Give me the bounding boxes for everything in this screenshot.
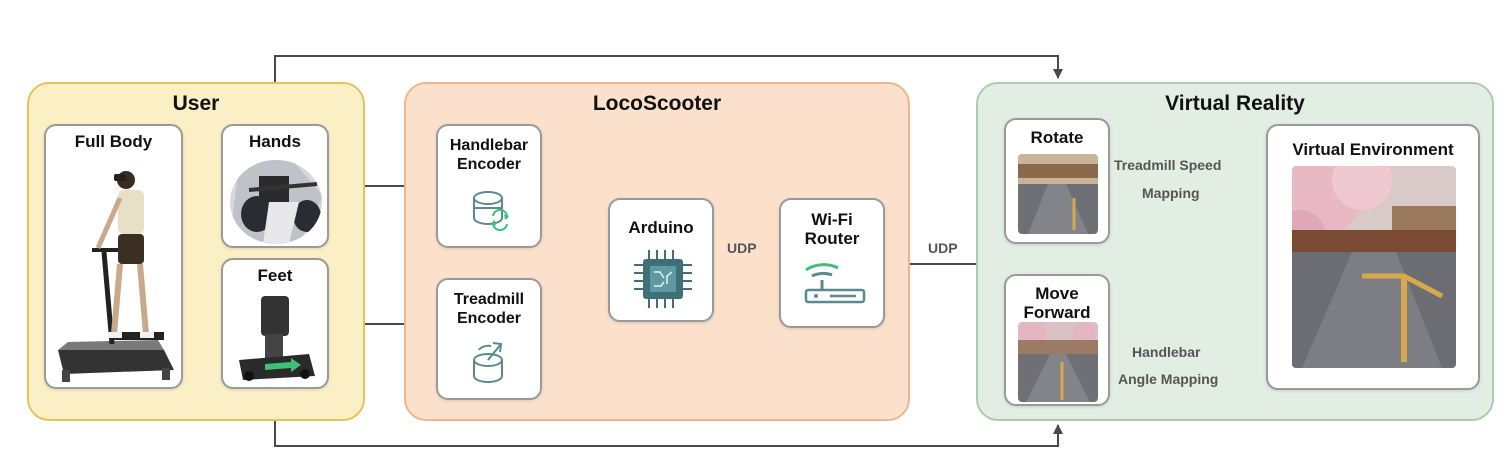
full-body-label: Full Body: [74, 132, 153, 151]
treadmill-speed-mapping-line2: Mapping: [1142, 185, 1200, 201]
wifi-router-card: Wi-Fi Router: [779, 198, 885, 328]
hands-label: Hands: [249, 132, 301, 151]
arduino-label: Arduino: [628, 218, 694, 237]
user-panel-title: User: [172, 92, 220, 115]
virtual-environment-card: Virtual Environment: [1266, 124, 1480, 390]
handlebar-angle-mapping-line2: Angle Mapping: [1118, 371, 1219, 387]
udp-label-1: UDP: [727, 240, 757, 256]
feet-photo: [239, 296, 315, 381]
feet-card: Feet: [221, 258, 329, 389]
udp-label-2: UDP: [928, 240, 958, 256]
treadmill-speed-mapping-line1: Treadmill Speed: [1114, 157, 1222, 173]
handlebar-angle-mapping-line1: Handlebar: [1132, 344, 1201, 360]
feet-label: Feet: [257, 266, 293, 285]
microchip-icon: [634, 250, 692, 308]
virtual-reality-panel-title: Virtual Reality: [1165, 92, 1305, 115]
hands-card: Hands: [221, 124, 329, 248]
treadmill-encoder-card: Treadmill Encoder: [436, 278, 542, 400]
handlebar-encoder-card: Handlebar Encoder: [436, 124, 542, 248]
virtual-environment-label: Virtual Environment: [1292, 140, 1454, 159]
scooter-rider-photo: [58, 171, 174, 382]
rotary-encoder-icon: [473, 191, 509, 232]
linear-encoder-icon: [473, 342, 503, 383]
virtual-environment-image: [1292, 166, 1456, 368]
treadmill-encoder-label: Treadmill Encoder: [453, 291, 525, 327]
handlebar-encoder-label: Handlebar Encoder: [449, 137, 529, 173]
move-forward-card: Move Forward: [1004, 274, 1110, 406]
hands-photo: [230, 160, 322, 244]
locoscooter-panel-title: LocoScooter: [592, 92, 722, 115]
arduino-card: Arduino: [608, 198, 714, 322]
move-forward-label: Move Forward: [1023, 284, 1091, 322]
rotate-card: Rotate: [1004, 118, 1110, 244]
bottom-bypass-arrow: [274, 421, 1063, 447]
rotate-scene-image: [1018, 154, 1098, 234]
top-bypass-arrow: [274, 55, 1063, 82]
move-forward-scene-image: [1018, 322, 1098, 402]
wifi-router-label: Wi-Fi Router: [804, 210, 860, 248]
rotate-label: Rotate: [1030, 128, 1084, 147]
router-icon: [804, 263, 866, 304]
full-body-card: Full Body: [44, 124, 183, 389]
